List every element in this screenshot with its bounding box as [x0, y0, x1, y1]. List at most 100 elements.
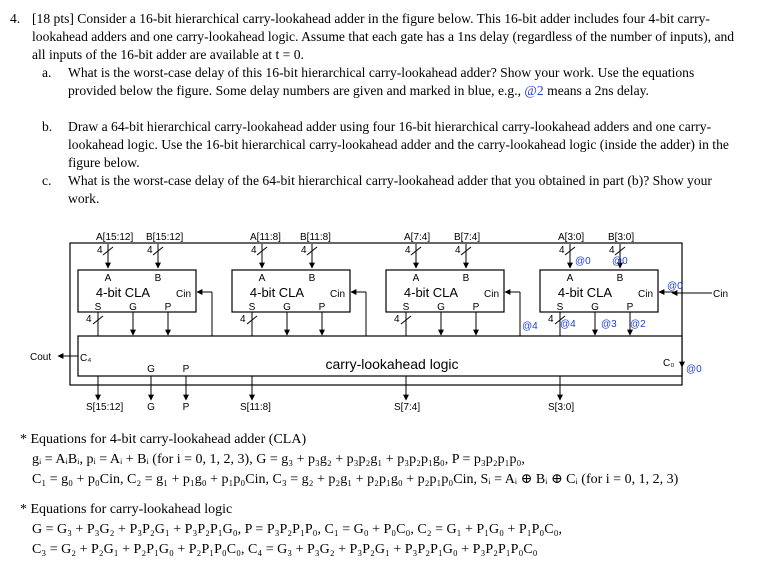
block-1-p-port: P — [319, 302, 326, 313]
block-0-cin-port: Cin — [176, 289, 191, 300]
cla-block-3 — [539, 269, 659, 313]
block-0-b-tick — [152, 246, 164, 256]
block-2-p-port: P — [473, 302, 480, 313]
block-2-b-width: 4 — [455, 245, 461, 256]
part-c-text: What is the worst-case delay of the 64-b… — [68, 173, 712, 206]
block-2-sum-out-label: S[7:4] — [394, 402, 420, 413]
part-a: a. What is the worst-case delay of this … — [42, 64, 742, 100]
block-3-g-port: G — [591, 302, 599, 313]
block-1-s-tick — [246, 315, 258, 325]
c0-label: C₀ — [663, 358, 674, 369]
logic-p-label: P — [183, 364, 190, 375]
part-a-text-after: means a 2ns delay. — [543, 83, 649, 98]
part-a-highlight: @2 — [524, 83, 544, 98]
block-1-input-a-label: A[11:8] — [250, 232, 281, 243]
block-1-g-port: G — [283, 302, 291, 313]
cla-block-0 — [77, 269, 197, 313]
delay-cin0: @0 — [667, 281, 683, 292]
part-a-label: a. — [42, 65, 52, 80]
problem-statement: 4. [18 pts] Consider a 16-bit hierarchic… — [10, 10, 750, 64]
delay-p0: @2 — [630, 319, 646, 330]
block-1-s-port: S — [249, 302, 256, 313]
block-2-input-a-label: A[7:4] — [404, 232, 430, 243]
g-out-label: G — [147, 402, 155, 413]
block-2-g-port: G — [437, 302, 445, 313]
c4-label: C₄ — [80, 353, 91, 364]
block-3-b-tick — [614, 246, 626, 256]
block-0-g-port: G — [129, 302, 137, 313]
part-c: c. What is the worst-case delay of the 6… — [42, 172, 742, 208]
block-0-b-port: B — [155, 273, 162, 284]
delay-s0: @4 — [560, 319, 576, 330]
p-out-label: P — [183, 402, 190, 413]
delay-b0: @0 — [612, 256, 628, 267]
block-0-a-port: A — [105, 273, 112, 284]
block-0-a-width: 4 — [97, 245, 103, 256]
logic-eq-line2: C₃ = G₂ + P₂G₁ + P₂P₁G₀ + P₂P₁P₀C₀, C₄ =… — [32, 542, 538, 557]
block-3-b-port: B — [617, 273, 624, 284]
block-3-input-b-label: B[3:0] — [608, 232, 634, 243]
cla-eq-title: * Equations for 4-bit carry-lookahead ad… — [20, 432, 307, 447]
block-3-name: 4-bit CLA — [558, 285, 613, 300]
block-3-p-port: P — [627, 302, 634, 313]
block-2-a-tick — [410, 246, 422, 256]
block-2-b-port: B — [463, 273, 470, 284]
cla-eq-line1: gᵢ = AᵢBᵢ, pᵢ = Aᵢ + Bᵢ (for i = 0, 1, 2… — [32, 452, 525, 467]
logic-eq-line1: G = G₃ + P₃G₂ + P₃P₂G₁ + P₃P₂P₁G₀, P = P… — [32, 522, 562, 537]
block-0-input-a-label: A[15:12] — [96, 232, 133, 243]
cla-block-2 — [385, 269, 505, 313]
part-a-text-before: What is the worst-case delay of this 16-… — [68, 65, 695, 98]
part-b-label: b. — [42, 119, 53, 134]
block-1-b-tick — [306, 246, 318, 256]
block-2-b-tick — [460, 246, 472, 256]
block-3-a-port: A — [567, 273, 574, 284]
part-b-text: Draw a 64-bit hierarchical carry-lookahe… — [68, 119, 729, 170]
block-3-s-tick — [554, 315, 566, 325]
block-3-b-width: 4 — [609, 245, 615, 256]
logic-equations: * Equations for carry-lookahead logic G … — [20, 500, 562, 560]
block-0-name: 4-bit CLA — [96, 285, 151, 300]
block-2-cin-port: Cin — [484, 289, 499, 300]
block-1-a-width: 4 — [251, 245, 257, 256]
block-1-b-port: B — [309, 273, 316, 284]
block-2-input-b-label: B[7:4] — [454, 232, 480, 243]
block-0-b-width: 4 — [147, 245, 153, 256]
block-2-a-width: 4 — [405, 245, 411, 256]
block-1-s-width: 4 — [240, 314, 246, 325]
cla-block-1 — [231, 269, 351, 313]
block-2-s-port: S — [403, 302, 410, 313]
block-3-input-a-label: A[3:0] — [558, 232, 584, 243]
block-3-s-port: S — [557, 302, 564, 313]
block-3-a-width: 4 — [559, 245, 565, 256]
block-3-s-width: 4 — [548, 314, 554, 325]
block-2-a-port: A — [413, 273, 420, 284]
block-1-input-b-label: B[11:8] — [300, 232, 331, 243]
part-c-label: c. — [42, 173, 52, 188]
block-1-cin-port: Cin — [330, 289, 345, 300]
problem-intro: [18 pts] Consider a 16-bit hierarchical … — [32, 11, 735, 62]
block-0-p-port: P — [165, 302, 172, 313]
delay-c0: @0 — [686, 364, 702, 375]
problem-number: 4. — [10, 11, 21, 26]
block-2-s-width: 4 — [394, 314, 400, 325]
block-1-name: 4-bit CLA — [250, 285, 305, 300]
delay-c1: @4 — [522, 321, 538, 332]
block-2-name: 4-bit CLA — [404, 285, 459, 300]
block-0-input-b-label: B[15:12] — [146, 232, 183, 243]
block-0-sum-out-label: S[15:12] — [86, 402, 123, 413]
part-a-text: What is the worst-case delay of this 16-… — [68, 64, 742, 100]
block-0-s-port: S — [95, 302, 102, 313]
block-1-sum-out-label: S[11:8] — [240, 402, 271, 413]
cla-equations: * Equations for 4-bit carry-lookahead ad… — [20, 430, 678, 490]
part-b: b. Draw a 64-bit hierarchical carry-look… — [42, 118, 742, 172]
block-1-a-port: A — [259, 273, 266, 284]
cla-eq-line2: C₁ = g₀ + p₀Cin, C₂ = g₁ + p₁g₀ + p₁p₀Ci… — [32, 472, 679, 487]
delay-a0: @0 — [575, 256, 591, 267]
block-1-b-width: 4 — [301, 245, 307, 256]
block-2-s-tick — [400, 315, 412, 325]
logic-g-label: G — [147, 364, 155, 375]
block-0-a-tick — [102, 246, 114, 256]
delay-g0: @3 — [601, 319, 617, 330]
block-3-cin-port: Cin — [638, 289, 653, 300]
